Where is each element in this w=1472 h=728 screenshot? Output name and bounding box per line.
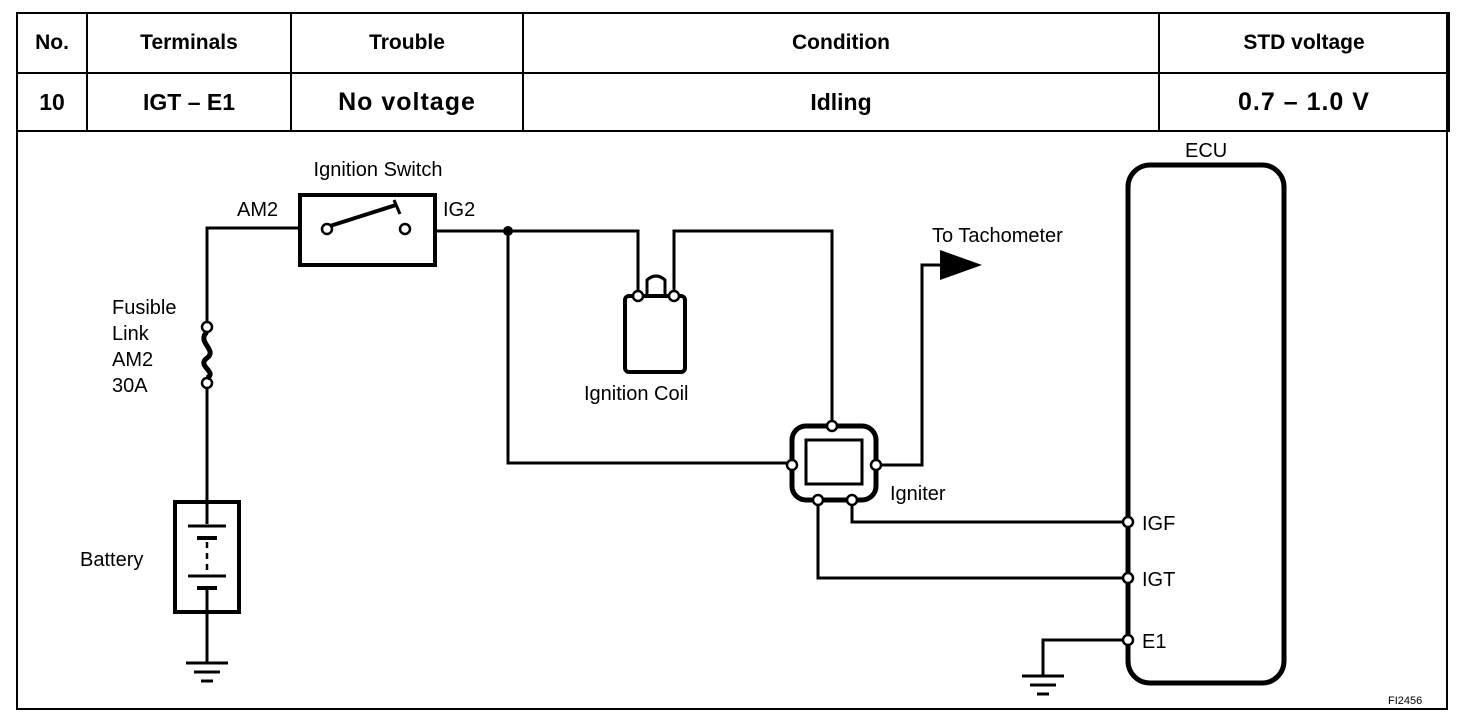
wire-coil-igniter [672,229,834,428]
wire-tachometer [876,250,982,467]
cell-trouble: No voltage [290,72,524,132]
battery-label: Battery [80,549,143,571]
spec-table: No. Terminals Trouble Condition STD volt… [16,12,1450,132]
wire-e1-ground [1041,638,1130,677]
ignition-coil-label: Ignition Coil [584,383,689,405]
battery-ground-symbol [186,661,228,683]
junction-dot [503,226,513,236]
header-trouble: Trouble [290,12,524,74]
ignition-coil-symbol [623,274,687,374]
ignition-switch [298,193,437,267]
table-row: 10 IGT – E1 No voltage Idling 0.7 – 1.0 … [16,72,1450,132]
ecu-terminal-igf: IGF [1142,513,1175,535]
wire-igt [816,498,1130,580]
ignition-switch-label: Ignition Switch [314,159,443,181]
fusible-link-label-2: Link [112,323,150,345]
cell-std-voltage: 0.7 – 1.0 V [1158,72,1450,132]
cell-no: 10 [16,72,88,132]
igniter-label: Igniter [890,483,946,505]
am2-label: AM2 [237,199,278,221]
header-std-voltage: STD voltage [1158,12,1450,74]
header-terminals: Terminals [86,12,292,74]
wire-fuse-am2 [205,226,302,325]
igniter-symbol [785,419,883,507]
table-header-row: No. Terminals Trouble Condition STD volt… [16,12,1450,74]
header-no: No. [16,12,88,74]
ecu-terminal-e1: E1 [1142,631,1166,653]
ecu-ground-symbol [1022,674,1064,696]
battery-symbol [173,500,241,614]
wires [205,226,1130,677]
cell-condition: Idling [522,72,1160,132]
cell-terminals: IGT – E1 [86,72,292,132]
wire-igf [850,498,1130,524]
fusible-link-label-4: 30A [112,375,148,397]
ecu-label: ECU [1185,140,1227,162]
fusible-link-label-1: Fusible [112,297,176,319]
fusible-link-symbol [200,320,214,390]
figure-id: FI2456 [1388,695,1422,707]
to-tachometer-label: To Tachometer [932,225,1063,247]
header-condition: Condition [522,12,1160,74]
wire-ig2-igniter [506,229,792,465]
fusible-link-label-3: AM2 [112,349,153,371]
wire-ig2-coil [433,229,640,298]
ecu-symbol [1121,162,1287,686]
ig2-label: IG2 [443,199,475,221]
ecu-terminal-igt: IGT [1142,569,1175,591]
